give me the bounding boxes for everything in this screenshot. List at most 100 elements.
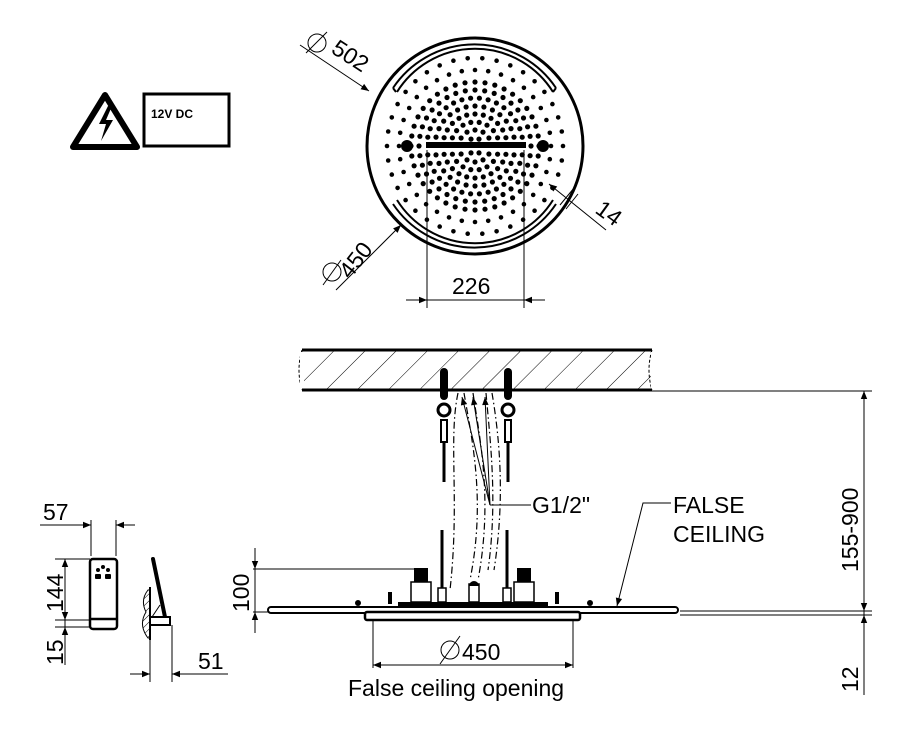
nozzle-dot [464,112,470,118]
nozzle-dot [555,115,561,120]
nozzle-dot [433,134,439,140]
nozzle-dot [507,175,514,181]
false-ceiling-callout: FALSE CEILING [615,492,765,607]
nozzle-dot [500,127,506,133]
nozzle-dot [431,168,437,174]
pipe-thread-callout: G1/2" [460,396,590,518]
controller-view: 57 144 15 51 [40,499,228,682]
nozzle-dot [451,186,457,192]
nozzle-dot [520,217,526,222]
nozzle-dot [415,172,421,178]
nozzle-dot [533,163,539,169]
nozzle-dot [508,186,514,192]
nozzle-dot [443,105,449,111]
nozzle-dot [397,156,403,162]
nozzle-dot [395,185,400,191]
nozzle-dot [476,119,482,125]
nozzle-dot [396,143,402,149]
nozzle-dot [463,104,469,110]
dim-controller-width: 57 [43,499,69,525]
nozzle-dot [453,196,459,202]
nozzle-dot [525,162,531,168]
nozzle-dot [443,181,449,187]
nozzle-dot [535,133,541,139]
dim-height-range-value: 155-900 [837,488,863,572]
nozzle-dot [385,129,391,134]
nozzle-dot [456,171,462,177]
nozzle-dot [495,135,501,141]
nozzle-dot [420,181,426,187]
nozzle-dot [503,118,509,124]
nozzle-dot [500,159,506,165]
nozzle-dot [406,181,412,187]
nozzle-dot [417,133,423,139]
nozzle-dot [500,191,506,198]
nozzle-dot [434,77,440,83]
nozzle-dot [555,172,561,177]
nozzle-dot [472,103,478,109]
nozzle-dot [530,94,536,100]
nozzle-dot [427,160,433,166]
dim-controller-depth: 51 [198,648,224,674]
nozzle-dot [436,100,442,106]
nozzle-dot [462,80,468,86]
nozzle-dot [472,79,478,85]
nozzle-dot [489,179,495,185]
nozzle-dot [441,151,447,157]
nozzle-dot [444,159,450,165]
nozzle-dot [455,107,461,113]
nozzle-dot [503,168,509,174]
nozzle-dot [490,158,496,164]
nozzle-dot [482,198,488,204]
nozzle-dot [413,79,418,84]
shower-body [355,530,593,622]
dim-opening-value: 450 [462,639,500,665]
center-bar [426,142,526,148]
outer-rim [365,36,585,256]
nozzle-dot [500,94,506,101]
nozzle-dot [491,196,497,202]
nozzle-dot [495,120,501,126]
nozzle-dot [459,189,465,195]
nozzle-dot [454,158,460,164]
nozzle-dot [480,56,485,61]
nozzle-dot [492,204,498,210]
electrical-hazard-icon [70,92,140,150]
dim-panel-thickness-value: 12 [837,666,863,692]
nozzle-dot [508,224,513,229]
water-pipes [449,392,501,591]
nozzle-dot [472,175,478,181]
nozzle-dot [476,95,482,101]
nozzle-dot [480,112,486,118]
nozzle-dot [517,98,523,104]
nozzle-dot [489,107,495,113]
nozzle-dot [423,115,430,121]
false-ceiling-label-line2: CEILING [673,521,765,547]
nozzle-dot [472,127,478,133]
dim-controller-base: 15 [42,639,68,665]
nozzle-dot [443,200,449,206]
nozzle-dot [527,153,533,159]
nozzle-dot [449,135,455,141]
nozzle-dot [456,115,462,121]
nozzle-dot [472,111,478,117]
nozzle-dot [472,219,478,225]
nozzle-dot [468,95,474,101]
nozzle-dot [501,181,507,187]
nozzle-dot [515,107,521,113]
nozzle-dot [559,158,565,163]
nozzle-dot [492,82,498,88]
nozzle-dot [493,100,499,106]
nozzle-dot [417,153,423,159]
nozzle-dot [510,209,516,215]
nozzle-dot [521,85,527,91]
nozzle-dot [449,166,455,172]
diameter-symbol-icon [305,31,328,54]
nozzle-dot [436,186,442,192]
dim-rim-width: 14 [591,195,627,231]
nozzle-dot [423,201,429,207]
dim-height-range: 155-900 12 [652,390,872,695]
nozzle-dot [403,197,408,203]
nozzle-dot [510,77,516,83]
nozzle-dot [508,100,514,106]
